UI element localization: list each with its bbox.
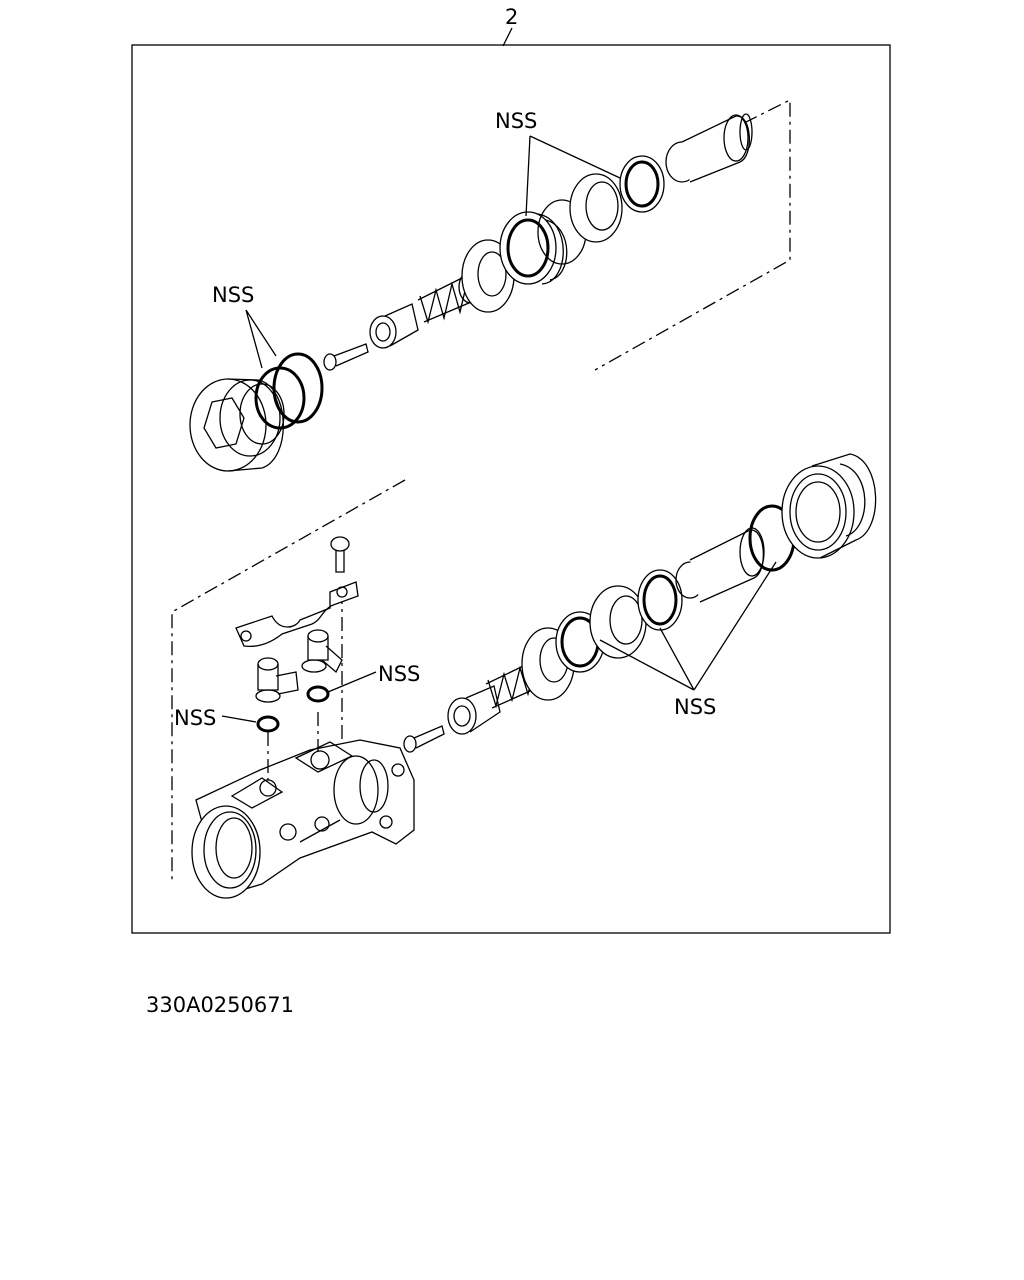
upper-assembly: NSS NSS [189,98,791,472]
diagram-frame [131,44,891,934]
nss-leader-upper-right [525,135,621,217]
upper-flat-ring [569,173,623,243]
elbow-fitting-1 [255,657,299,703]
lower-boundary-line [171,479,406,880]
nss-label-fitting-left: NSS [174,706,216,730]
lower-end-cap [781,453,877,559]
nss-leader-fitting-right [327,671,377,693]
lower-assembly: NSS NSS NSS [171,453,877,899]
valve-body [191,739,415,899]
lower-thick-ring [637,569,683,631]
plate-screw [330,536,350,573]
item-number: 2 [505,5,518,29]
upper-screw [323,343,369,371]
item-number-leader [502,27,513,47]
upper-seal-ring [619,155,665,213]
upper-boundary-line [594,98,791,371]
hex-socket [203,397,245,449]
elbow-fitting-2 [301,629,343,674]
nss-leader-upper-left [245,309,277,369]
upper-bushing [681,113,753,183]
nss-leader-fitting-left [221,715,257,723]
fitting-centre-lines [267,590,343,780]
upper-poppet [369,303,419,349]
nss-label-lower-rings: NSS [674,695,716,719]
lower-poppet [447,685,501,735]
fitting-o-ring-1 [256,715,280,733]
upper-o-ring-2 [272,352,324,424]
upper-threaded-sleeve [499,211,568,285]
lower-screw [403,725,445,753]
nss-leader-lower-rings [599,561,777,691]
nss-label-upper-left: NSS [212,283,254,307]
nss-label-fitting-right: NSS [378,662,420,686]
nss-label-upper-right: NSS [495,109,537,133]
fitting-o-ring-2 [306,685,330,703]
mounting-plate [235,581,359,648]
figure-code: 330A0250671 [146,993,294,1017]
hex-plug [189,378,285,472]
lower-bushing [689,527,765,603]
